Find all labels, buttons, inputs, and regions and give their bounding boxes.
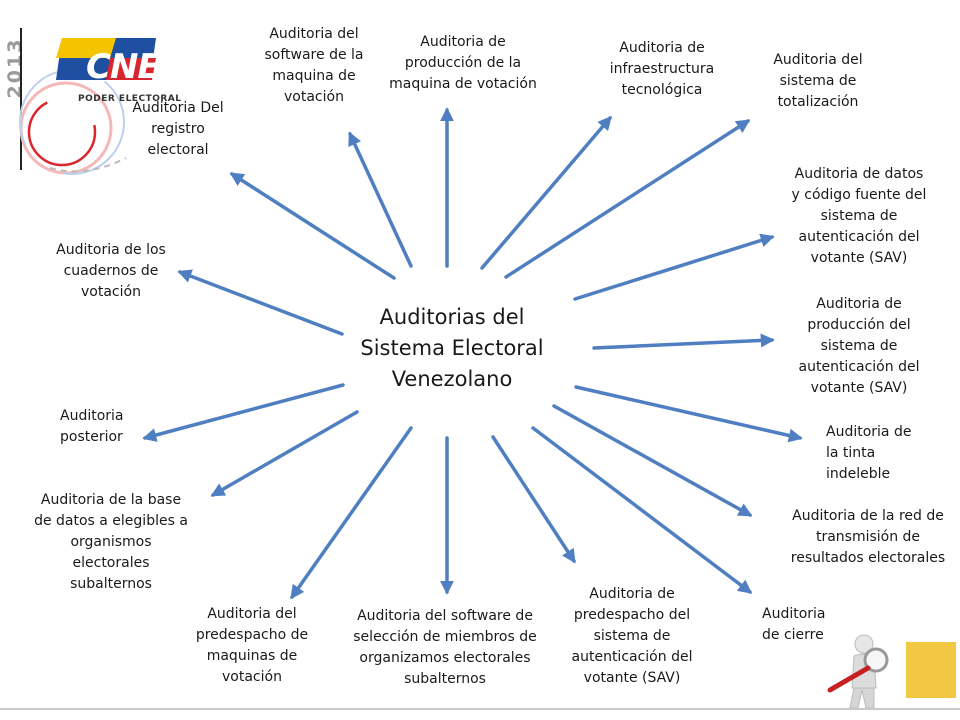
arrow-to-predespacho-sav [491,435,576,564]
node-predespacho-sav: Auditoria de predespacho del sistema de … [571,586,693,686]
arrow-to-infraestructura [480,115,612,270]
arrow-to-registro-electoral [229,172,396,280]
logo-text: CNE [86,47,161,87]
arrow-to-datos-codigo-sav [573,233,775,301]
node-datos-codigo-sav: Auditoria de datos y código fuente del s… [791,166,927,266]
node-software-seleccion: Auditoria del software de selección de m… [353,608,537,687]
node-produccion-sav: Auditoria de producción del sistema de a… [798,296,920,396]
arrow-to-posterior [142,383,345,442]
node-cierre: Auditoria de cierre [762,606,826,643]
bottom-rule [0,708,960,710]
node-posterior: Auditoria posterior [60,408,124,445]
arrow-to-cuadernos [177,269,344,336]
node-red-transmision: Auditoria de la red de transmisión de re… [790,508,946,566]
arrow-to-produccion-sav [592,333,775,350]
arrow-to-cierre [531,426,753,594]
node-base-datos-elegibles: Auditoria de la base de datos a elegible… [34,492,188,592]
logo-subtitle: PODER ELECTORAL [78,94,182,104]
accent-square [906,642,956,698]
arrow-to-tinta [574,385,803,443]
arrow-to-totalizacion [504,119,751,279]
node-cuadernos: Auditoria de los cuadernos de votación [56,242,166,300]
arrow-to-predespacho-maquinas [290,426,413,600]
node-produccion-maquina: Auditoria de producción de la maquina de… [389,34,537,92]
magnifier-mascot-icon [827,634,889,709]
arrow-to-red-transmision [552,404,753,517]
node-registro-electoral: Auditoria Del registro electoral [132,100,224,158]
arrow-to-base-datos-elegibles [210,410,359,497]
node-infraestructura: Auditoria de infraestructura tecnológica [609,40,715,98]
logo-graphic [19,28,156,175]
node-software-maquina: Auditoria del software de la maquina de … [264,26,364,105]
center-title: Auditorias del Sistema Electoral Venezol… [360,305,544,391]
node-tinta: Auditoria de la tinta indeleble [826,424,912,482]
node-predespacho-maquinas: Auditoria del predespacho de maquinas de… [195,606,309,685]
cne-logo: CNE PODER ELECTORAL [16,18,186,188]
arrow-to-software-maquina [348,131,413,268]
node-totalizacion: Auditoria del sistema de totalización [773,52,863,110]
